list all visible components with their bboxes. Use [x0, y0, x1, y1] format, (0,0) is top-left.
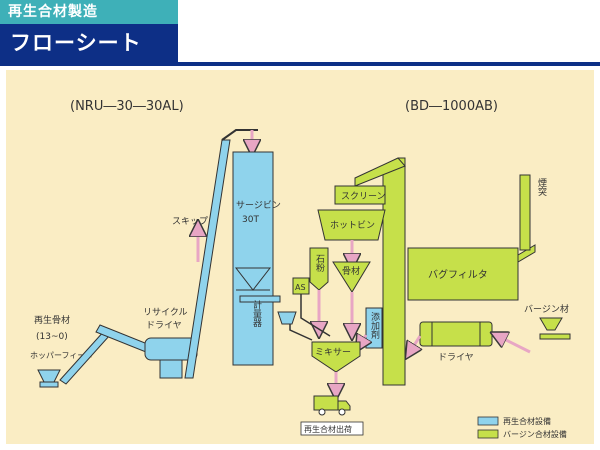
aggregate-hopper	[332, 261, 371, 293]
legend-label-virgin: バージン合材設備	[503, 429, 567, 439]
surge-bin-capacity: 30T	[242, 215, 259, 225]
dryer-to-elevator-arrow	[410, 335, 420, 352]
bucket-elevator	[382, 157, 406, 386]
weigher-label: 計量器	[251, 299, 262, 327]
chimney	[519, 174, 531, 251]
asphalt-pipe	[300, 294, 331, 337]
chimney-label: 煙突	[536, 178, 547, 197]
surge-bin-label: サージビン	[236, 200, 281, 211]
additive-arrow	[360, 335, 366, 345]
hot-bin-label: ホットビン	[330, 220, 375, 231]
weigher-plate	[239, 295, 281, 303]
shipment-label: 再生合材出荷	[304, 424, 352, 434]
virgin-plant-model: (BD―1000AB)	[405, 99, 498, 114]
legend-label-recycle: 再生合材設備	[503, 416, 551, 426]
header-rule	[0, 62, 600, 66]
mixer-label: ミキサー	[315, 347, 351, 358]
dryer-label: ドライヤ	[438, 352, 474, 363]
shipment-box	[300, 421, 364, 436]
truck-wheel-2	[338, 408, 346, 416]
category-label: 再生合材製造	[0, 0, 178, 24]
hot-bin-box	[317, 209, 386, 241]
recycle-dryer-box	[159, 359, 183, 379]
recycle-plant-model: (NRU―30―30AL)	[70, 99, 184, 114]
page-title: フローシート	[0, 24, 178, 62]
skip-label: スキップ	[172, 216, 208, 227]
virgin-feeder	[539, 333, 571, 340]
truck-wheel-1	[318, 408, 326, 416]
weigher-hopper	[277, 311, 297, 325]
recycle-dryer-label: リサイクル	[143, 307, 188, 318]
hopper-base	[39, 381, 59, 388]
additive-label: 添加剤	[369, 312, 380, 340]
skip-hoist	[184, 139, 231, 379]
aggregate-label: 骨材	[342, 265, 360, 277]
surge-bin-cone	[234, 267, 272, 291]
screen-label: スクリーン	[341, 191, 386, 202]
asphalt-label: AS	[295, 283, 306, 292]
header: 再生合材製造 フローシート	[0, 0, 600, 66]
legend-swatch-virgin	[477, 429, 499, 439]
recycle-aggregate-size: (13~0)	[36, 332, 68, 342]
surge-bin	[232, 151, 274, 366]
virgin-feed-arrow	[498, 336, 531, 354]
virgin-hopper	[539, 317, 563, 331]
stone-powder-silo	[309, 247, 329, 291]
mixer	[311, 341, 361, 373]
truck-cab	[337, 400, 351, 411]
bag-filter-label: バグフィルタ	[428, 268, 488, 281]
truck-body	[313, 395, 339, 411]
weigher-pipe	[289, 324, 313, 341]
hopper-feeder-shape	[37, 369, 61, 383]
virgin-material-label: バージン材	[524, 303, 569, 315]
legend-swatch-recycle	[477, 416, 499, 426]
virgin-dryer-drum	[419, 321, 493, 347]
hopper-feeder-label: ホッパーフィーダ	[30, 350, 93, 360]
stone-powder-label: 石粉	[314, 254, 325, 273]
recycle-dryer-label-2: ドライヤ	[146, 320, 182, 331]
screen-box	[334, 185, 386, 205]
bag-filter	[407, 247, 519, 301]
recycle-aggregate-label: 再生骨材	[34, 314, 70, 326]
